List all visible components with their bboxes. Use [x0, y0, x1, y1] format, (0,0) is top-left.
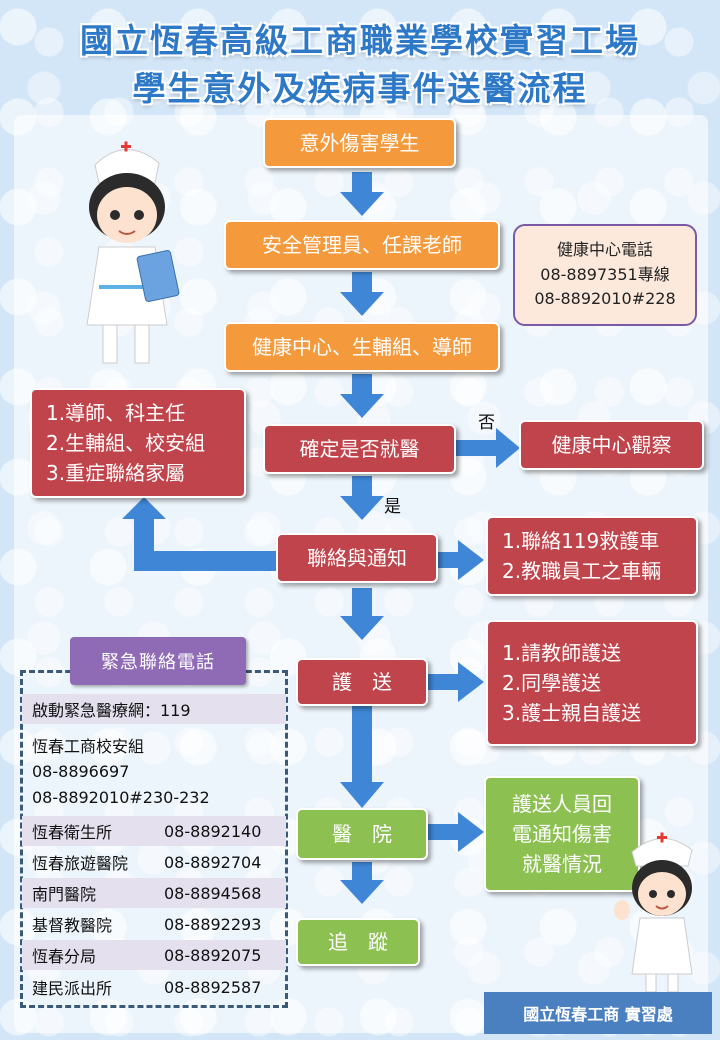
arrow-right-hospital — [428, 812, 484, 852]
arrow-down-5 — [340, 588, 384, 640]
nurse-waving-illustration — [614, 832, 693, 993]
school-safety-phone-1: 08-8896697 — [32, 761, 130, 781]
arrow-right-contact — [438, 540, 484, 580]
arrow-down-2 — [340, 272, 384, 316]
contact-phone: 08-8892075 — [164, 945, 262, 965]
emergency-row: 建民派出所 08-8892587 — [22, 972, 286, 1002]
step-safety-staff: 安全管理員、任課老師 — [224, 220, 500, 270]
step-observe: 健康中心觀察 — [519, 420, 704, 470]
notify-item: 2.生輔組、校安組 — [46, 431, 206, 455]
contact-name: 基督教醫院 — [32, 916, 113, 935]
health-phone-title: 健康中心電話 — [556, 239, 653, 259]
contact-phone: 08-8892587 — [164, 977, 262, 997]
label-yes: 是 — [384, 497, 401, 517]
arrow-down-3 — [340, 374, 384, 418]
footer-organization: 國立恆春工商 實習處 — [484, 992, 712, 1034]
contact-phone: 08-8892704 — [164, 852, 262, 872]
report-line: 就醫情況 — [522, 852, 602, 876]
arrow-down-7 — [340, 862, 384, 904]
step-contact: 聯絡與通知 — [276, 533, 438, 583]
contact-list: 1.聯絡119救護車 2.教職員工之車輛 — [486, 516, 698, 596]
step-decide-hospital: 確定是否就醫 — [263, 424, 456, 474]
step-hospital: 醫 院 — [296, 808, 428, 860]
contact-name: 恆春旅遊醫院 — [32, 854, 129, 873]
contact-phone: 08-8892293 — [164, 914, 262, 934]
health-phone-line-2: 08-8892010#228 — [534, 289, 676, 309]
arrow-down-4 — [340, 476, 384, 520]
escort-item: 3.護士親自護送 — [502, 701, 642, 725]
arrow-elbow-notify — [122, 497, 276, 571]
contact-name: 恆春分局 — [32, 947, 97, 966]
notify-item: 1.導師、科主任 — [46, 401, 186, 425]
emergency-row: 恆春旅遊醫院 08-8892704 — [22, 847, 286, 877]
step-health-center: 健康中心、生輔組、導師 — [224, 322, 500, 372]
school-safety-name: 恆春工商校安組 — [32, 737, 145, 756]
escort-item: 1.請教師護送 — [502, 641, 622, 665]
contact-item: 2.教職員工之車輛 — [502, 559, 662, 583]
escort-item: 2.同學護送 — [502, 671, 602, 695]
arrow-right-no — [456, 428, 520, 468]
contact-name: 南門醫院 — [32, 885, 97, 904]
arrow-down-6 — [340, 706, 384, 808]
emergency-row: 基督教醫院 08-8892293 — [22, 909, 286, 939]
escort-list: 1.請教師護送 2.同學護送 3.護士親自護送 — [486, 620, 698, 746]
title-line-2: 學生意外及疾病事件送醫流程 — [132, 69, 588, 108]
emergency-contacts-title: 緊急聯絡電話 — [70, 637, 246, 685]
contact-phone: 08-8892140 — [164, 821, 262, 841]
arrow-right-escort — [428, 662, 484, 702]
contact-phone: 08-8894568 — [164, 883, 262, 903]
report-line: 電通知傷害 — [512, 822, 612, 846]
health-center-phone-box: 健康中心電話 08-8897351專線 08-8892010#228 — [513, 224, 697, 326]
school-safety-phone-2: 08-8892010#230-232 — [32, 787, 210, 807]
contact-name: 恆春衛生所 — [32, 823, 113, 842]
arrow-down-1 — [340, 172, 384, 216]
emergency-row: 南門醫院 08-8894568 — [22, 878, 286, 908]
report-line: 護送人員回 — [512, 792, 612, 816]
contact-name: 建民派出所 — [32, 979, 113, 998]
label-no: 否 — [478, 413, 495, 433]
contact-item: 1.聯絡119救護車 — [502, 529, 660, 553]
nurse-illustration — [86, 141, 180, 364]
notify-list: 1.導師、科主任 2.生輔組、校安組 3.重症聯絡家屬 — [30, 388, 246, 498]
notify-item: 3.重症聯絡家屬 — [46, 461, 186, 485]
report-box: 護送人員回 電通知傷害 就醫情況 — [484, 776, 640, 892]
emergency-row: 恆春衛生所 08-8892140 — [22, 816, 286, 846]
step-follow-up: 追 蹤 — [296, 918, 420, 966]
health-phone-line-1: 08-8897351專線 — [540, 264, 670, 284]
emergency-network: 啟動緊急醫療網：119 — [22, 694, 286, 724]
step-escort: 護 送 — [296, 658, 428, 706]
step-injured-student: 意外傷害學生 — [263, 118, 456, 168]
title-line-1: 國立恆春高級工商職業學校實習工場 — [80, 21, 640, 60]
emergency-row: 恆春分局 08-8892075 — [22, 940, 286, 970]
